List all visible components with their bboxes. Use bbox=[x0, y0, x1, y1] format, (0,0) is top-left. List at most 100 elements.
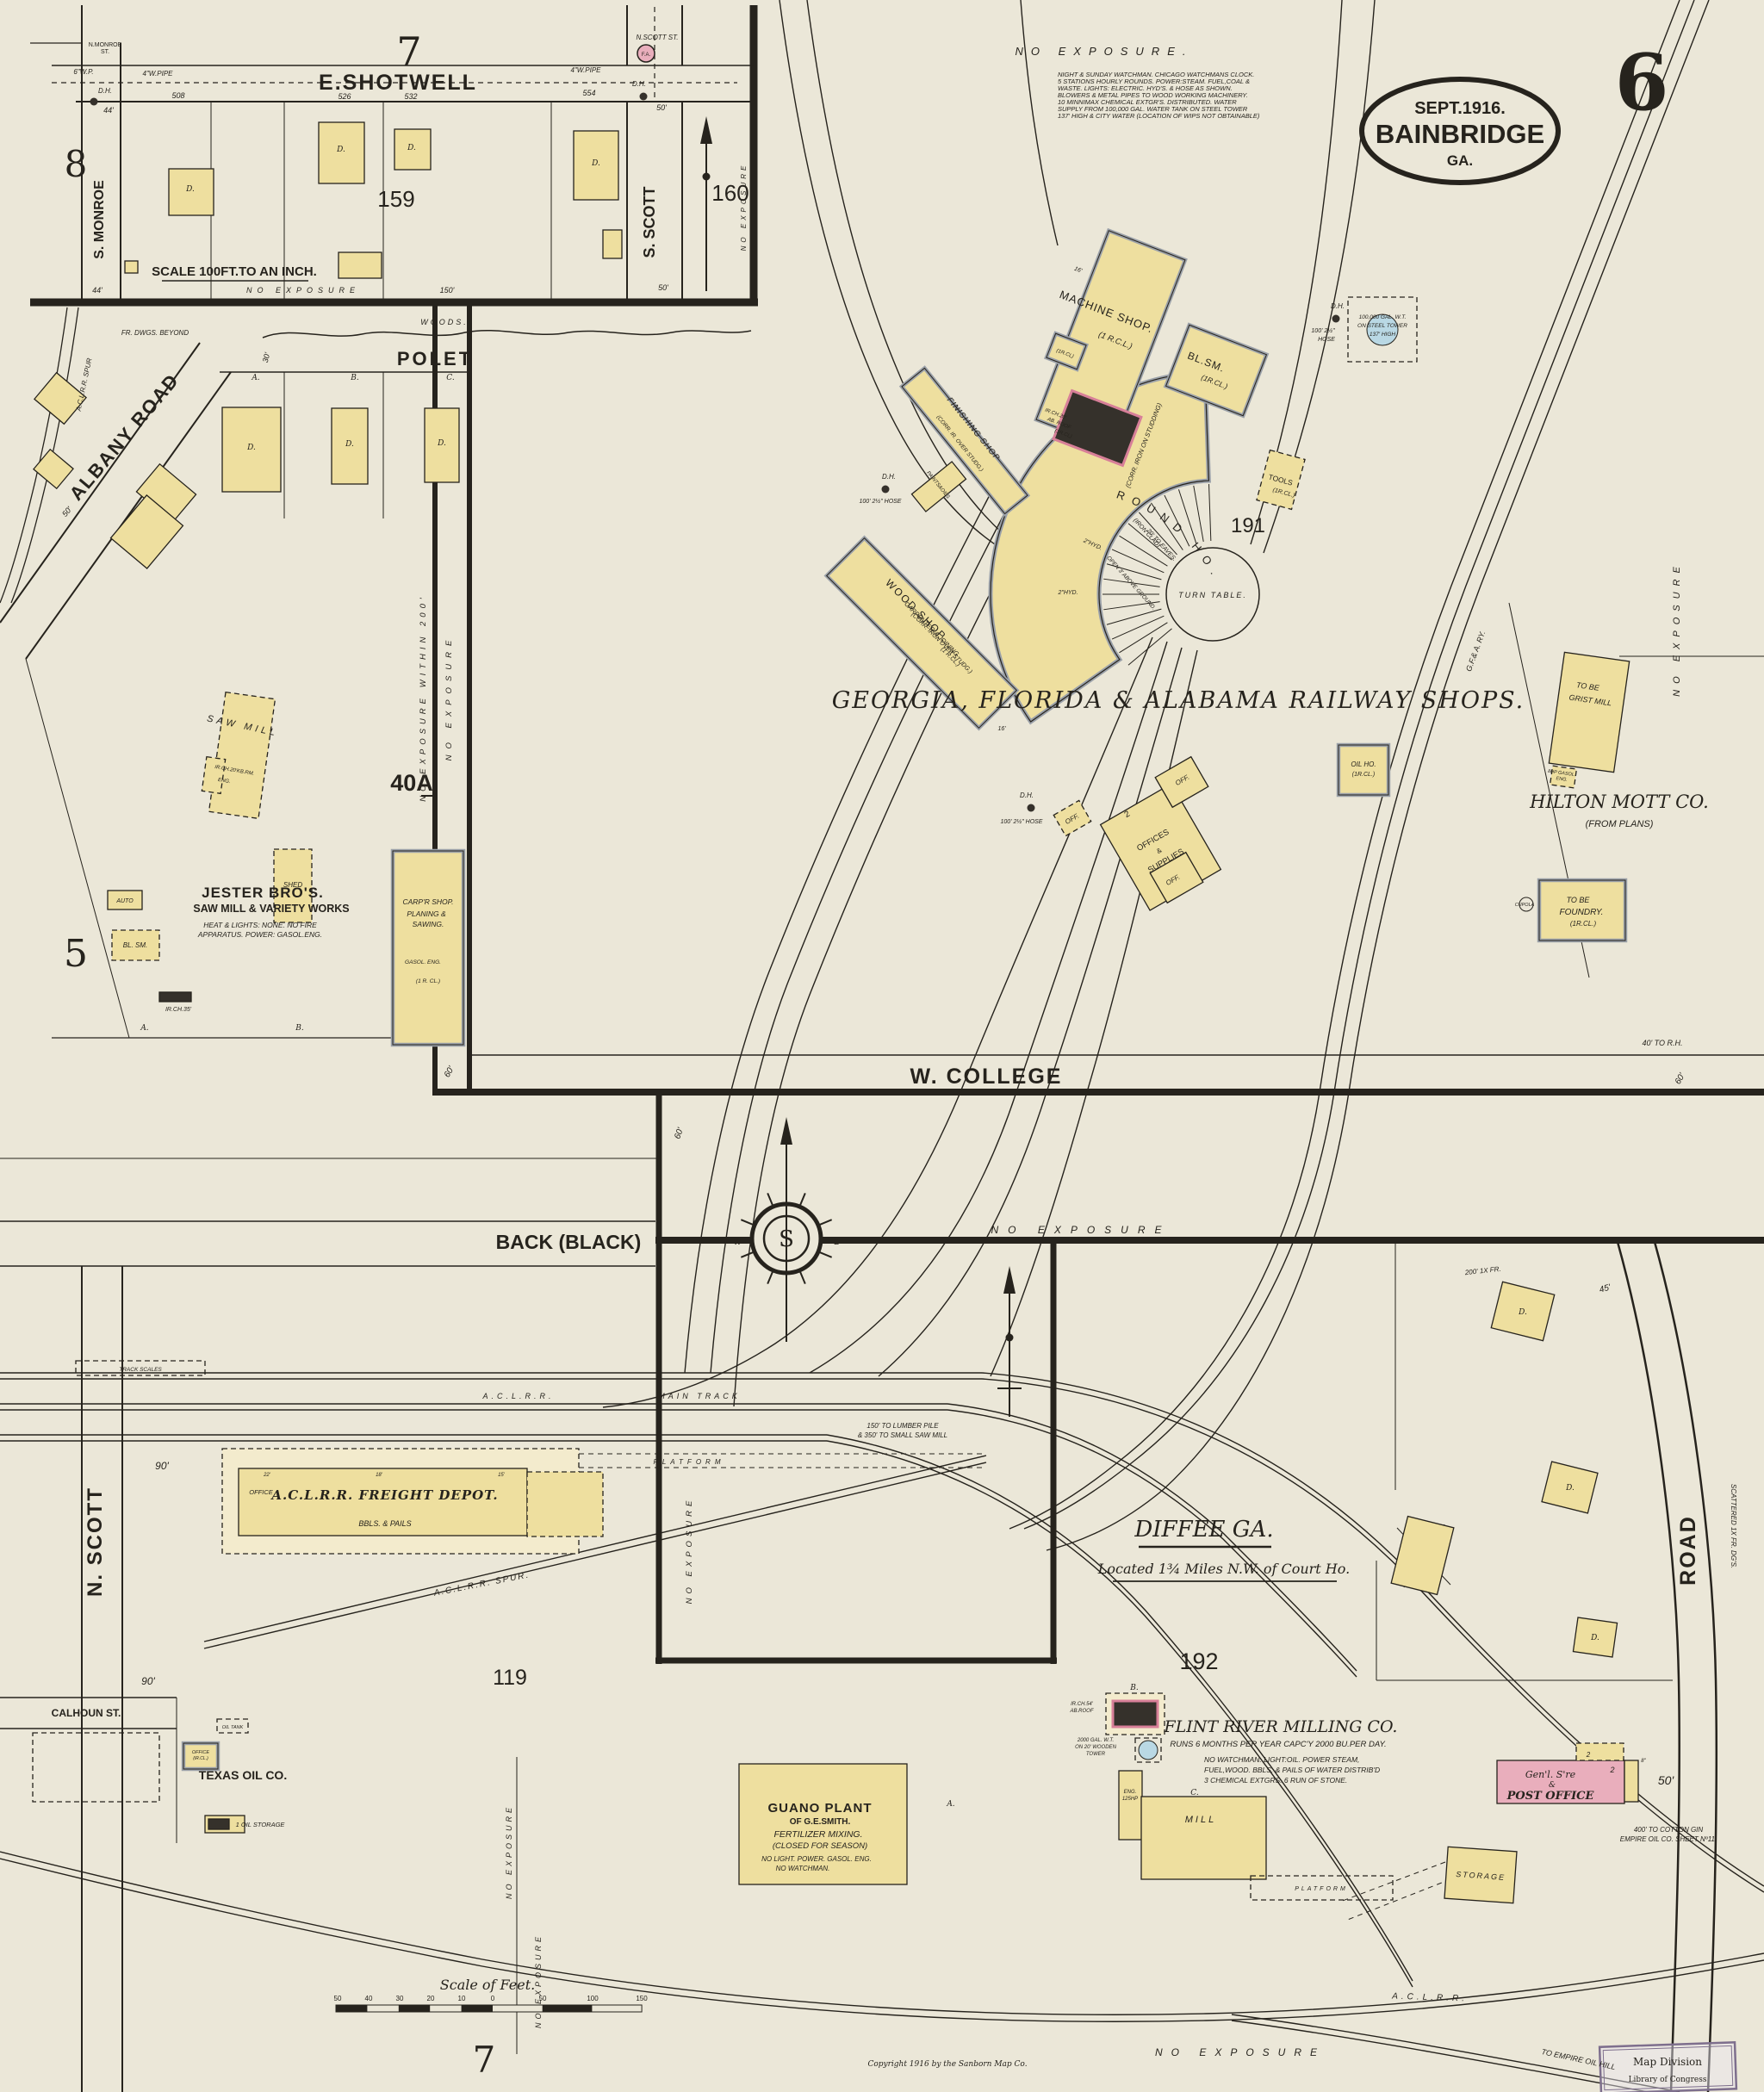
carpenter-shop-outline bbox=[392, 850, 464, 1046]
map-label: D. bbox=[345, 440, 354, 449]
compass-ray bbox=[817, 1219, 833, 1226]
map-label: 30 bbox=[396, 1995, 404, 2002]
map-label: 4"W.PIPE bbox=[143, 70, 174, 78]
street-name-n-monroe: N.MONROE bbox=[89, 42, 122, 48]
map-label: MAIN TRACK bbox=[658, 1392, 741, 1400]
roundhouse-stall-track bbox=[1177, 489, 1197, 544]
roundhouse-stall-track bbox=[1138, 512, 1177, 556]
finishing-shop-outline bbox=[901, 367, 1028, 515]
map-label: & bbox=[1155, 846, 1164, 855]
map-label: 44' bbox=[103, 106, 114, 115]
fire-alarm-box bbox=[637, 44, 655, 63]
grist-mill bbox=[1548, 651, 1630, 773]
map-label: 5 STATIONS HOURLY ROUNDS. POWER:STEAM. F… bbox=[1058, 78, 1250, 85]
map-line bbox=[1231, 2014, 1680, 2092]
map-label: 16' bbox=[1073, 266, 1084, 275]
map-label: E bbox=[834, 1238, 839, 1246]
street-name-n-scott-st: N.SCOTT ST. bbox=[636, 34, 678, 41]
map-label: SCATTERED 1X FR. DG'S. bbox=[1730, 1484, 1737, 1568]
compass-ray bbox=[767, 1269, 774, 1285]
map-label: SAW MILL & VARIETY WORKS bbox=[193, 903, 349, 915]
business-texas-oil: TEXAS OIL CO. bbox=[199, 1768, 287, 1782]
map-label: 44' bbox=[92, 286, 102, 295]
map-label: A. bbox=[140, 1024, 148, 1033]
map-label: 22' bbox=[263, 1473, 271, 1478]
map-label: C. bbox=[446, 374, 455, 382]
map-line bbox=[779, 0, 1030, 565]
map-label: 150' bbox=[440, 286, 455, 295]
map-label: 0 bbox=[491, 1995, 495, 2002]
map-label: TO BE bbox=[1575, 680, 1600, 692]
street-name-s-scott: S. SCOTT bbox=[641, 186, 658, 258]
freight-depot bbox=[238, 1468, 528, 1536]
map-label: HOSE bbox=[1318, 337, 1335, 343]
shed bbox=[273, 848, 313, 923]
dwelling bbox=[394, 128, 432, 171]
map-label: NO EXPOSURE WITHIN 200' bbox=[419, 593, 428, 801]
stable bbox=[602, 229, 623, 259]
map-label: IR.CH.54' bbox=[1071, 1702, 1094, 1707]
block-number-119: 119 bbox=[493, 1666, 527, 1690]
tool-house bbox=[1256, 449, 1306, 511]
dwelling bbox=[424, 407, 460, 483]
scale-bar-segment bbox=[461, 2005, 493, 2012]
dwelling bbox=[331, 407, 369, 485]
double-hydrant bbox=[1027, 804, 1035, 812]
map-label: 6"W.P. bbox=[73, 68, 93, 76]
map-label: 200' 1X FR. bbox=[1463, 1265, 1501, 1276]
dwelling bbox=[573, 130, 619, 201]
scale-bar-segment bbox=[398, 2005, 431, 2012]
mill-boiler bbox=[1111, 1699, 1159, 1729]
map-label: 90' bbox=[155, 1460, 169, 1472]
auto-house bbox=[107, 890, 143, 910]
map-label: 45' bbox=[1599, 1282, 1612, 1294]
block-number-191: 191 bbox=[1231, 514, 1265, 537]
roundhouse-stall-track bbox=[1164, 494, 1190, 547]
map-label: B. bbox=[295, 1024, 304, 1033]
map-label: (CLOSED FOR SEASON) bbox=[773, 1841, 867, 1851]
map-line bbox=[1020, 0, 1059, 246]
block-number-160: 160 bbox=[711, 180, 748, 206]
map-label: D.H. bbox=[882, 473, 896, 481]
roundhouse-stall-track bbox=[1119, 622, 1168, 654]
oil-storage-tank bbox=[208, 1818, 230, 1830]
street-name-s-monroe: S. MONROE bbox=[92, 180, 107, 259]
map-line bbox=[1023, 0, 1695, 1530]
north-arrow-head bbox=[1003, 1266, 1016, 1294]
compass-ray bbox=[798, 1192, 806, 1207]
block-number-40a: 40A bbox=[390, 770, 433, 796]
office-annex bbox=[1149, 851, 1204, 904]
map-label: OFFICE bbox=[192, 1750, 209, 1755]
map-label: D. bbox=[246, 444, 256, 452]
dwelling bbox=[109, 494, 184, 569]
map-line bbox=[203, 1462, 987, 1649]
double-hydrant bbox=[90, 97, 98, 106]
street-name-road: ROAD bbox=[1676, 1515, 1700, 1586]
post-office-wing bbox=[1624, 1760, 1639, 1803]
compass-ray bbox=[740, 1251, 755, 1258]
foundry-outline bbox=[1538, 879, 1626, 941]
map-label: WASTE. LIGHTS: ELECTRIC. HYD'S. & HOSE A… bbox=[1058, 84, 1233, 92]
map-label: TRACK SCALES bbox=[119, 1367, 162, 1373]
map-label: C. bbox=[1190, 1789, 1199, 1797]
library-stamp bbox=[1598, 2040, 1738, 2092]
roundhouse-stall-track bbox=[1111, 615, 1165, 640]
map-label: 100' 2½" HOSE bbox=[1001, 818, 1043, 825]
inset-title-diffee: DIFFEE GA. bbox=[1134, 1517, 1273, 1543]
inset-subtitle-diffee: Located 1¾ Miles N.W. of Court Ho. bbox=[1097, 1561, 1350, 1577]
map-line bbox=[203, 1455, 987, 1642]
roundhouse-stall-track bbox=[1103, 578, 1160, 587]
map-label: D. bbox=[185, 185, 195, 194]
railway-name-aclrr: A.C.L.R.R. bbox=[481, 1392, 554, 1400]
map-label: 554 bbox=[582, 89, 595, 97]
stable bbox=[1390, 1515, 1455, 1596]
post-office bbox=[1496, 1760, 1625, 1804]
map-label: BLOWERS & METAL PIPES TO WOOD WORKING MA… bbox=[1058, 91, 1248, 99]
map-label: WOODS. bbox=[420, 318, 469, 326]
map-label: PLATFORM bbox=[1295, 1886, 1348, 1892]
map-label: D.H. bbox=[632, 80, 646, 88]
map-label: (1R.CL.) bbox=[1570, 920, 1597, 928]
map-label: APPARATUS. POWER: GASOL.ENG. bbox=[197, 930, 322, 939]
